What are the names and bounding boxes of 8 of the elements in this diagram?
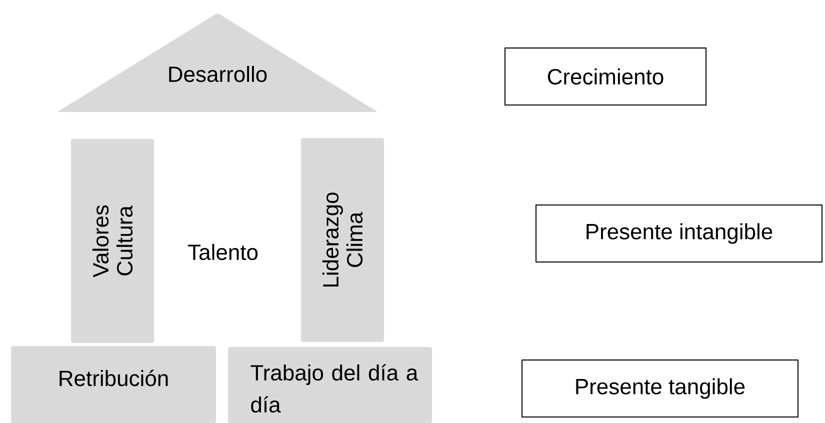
pillar-box: Liderazgo Clima xyxy=(301,138,384,342)
base-box: Retribución xyxy=(11,346,216,423)
base-box: Trabajo del día a día xyxy=(228,347,432,423)
level-box: Crecimiento xyxy=(504,48,706,106)
level-box: Presente tangible xyxy=(522,360,798,418)
center-label: Talento xyxy=(188,244,258,260)
level-box: Presente intangible xyxy=(536,204,822,262)
pillar-box: Valores Cultura xyxy=(71,139,154,343)
